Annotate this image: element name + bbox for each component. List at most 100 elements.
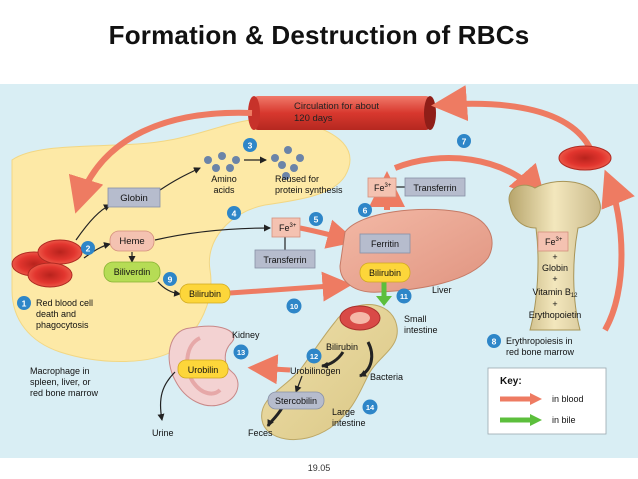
arrow-bilirubin-to-liver (229, 271, 353, 302)
arrow-fe-to-ferritin (299, 219, 358, 249)
globin-label: Globin (120, 193, 147, 204)
bacteria-label: Bacteria (370, 372, 403, 382)
circulation-label-2: 120 days (294, 113, 333, 124)
arrow-circulation-to-macrophage (68, 109, 253, 214)
urobilin-box: Urobilin (177, 359, 229, 379)
arrow-stercobilin-to-feces (266, 407, 284, 427)
arrow-rbc-to-heme (83, 242, 111, 259)
arrow-heme-to-fe (154, 224, 271, 241)
step1-label-3: phagocytosis (36, 320, 89, 330)
marrow-plus-3: + (552, 299, 557, 309)
step-6-number: 6 (363, 206, 368, 216)
biliverdin-box: Biliverdin (103, 261, 161, 283)
step-11-badge: 11 (396, 288, 412, 304)
bilirubin-liver-label: Bilirubin (369, 268, 401, 278)
arrow-fe-to-marrow (393, 155, 546, 202)
arrow-urobilin-to-urine (157, 371, 176, 421)
marrow-vitamin-subscript: 12 (571, 293, 578, 299)
marrow-erythropoietin: Erythopoietin (529, 310, 582, 320)
fe-top-superscript: 3+ (385, 183, 392, 189)
biliverdin-label: Biliverdin (114, 267, 151, 277)
key-legend: Key: in blood in bile (487, 367, 607, 435)
feces-label: Feces (248, 428, 273, 438)
large-intestine-label-1: Large (332, 407, 355, 417)
small-intestine-label-1: Small (404, 314, 427, 324)
stercobilin-label: Stercobilin (275, 396, 317, 406)
urobilin-label: Urobilin (188, 365, 219, 375)
amino-acids-label-1: Amino (211, 174, 237, 184)
heme-box: Heme (109, 230, 155, 252)
arrowhead-bile (376, 296, 392, 306)
step8-label-2: red bone marrow (506, 347, 575, 357)
fe-box-marrow: Fe3+ (537, 231, 569, 252)
step-13-badge: 13 (233, 344, 249, 360)
bilirubin-box-liver: Bilirubin (359, 262, 411, 283)
transferrin-box-left: Transferrin (254, 249, 316, 269)
step-1-badge: 1 (17, 296, 31, 310)
step-14-badge: 14 (362, 399, 378, 415)
large-intestine-label-2: intestine (332, 418, 366, 428)
bilirubin-intestine-label: Bilirubin (326, 342, 358, 352)
fe-top-label: Fe3+ (374, 183, 392, 193)
urobilinogen-label: Urobilinogen (290, 366, 341, 376)
marrow-plus-1: + (552, 252, 557, 262)
bilirubin-left-label: Bilirubin (189, 289, 221, 299)
amino-acids-label-2: acids (213, 185, 235, 195)
step-2-badge: 2 (81, 241, 95, 255)
step8-label-1: Erythropoiesis in (506, 336, 573, 346)
reused-label-2: protein synthesis (275, 185, 343, 195)
kidney-label: Kidney (232, 330, 260, 340)
page-title: Formation & Destruction of RBCs (108, 20, 530, 50)
step-12-badge: 12 (306, 348, 322, 364)
fe-box-top: Fe3+ (367, 177, 397, 198)
transferrin-top-label: Transferrin (413, 183, 456, 193)
reused-label-1: Reused for (275, 174, 319, 184)
step-1-number: 1 (22, 299, 27, 309)
liver-label: Liver (432, 285, 452, 295)
arrow-marrow-to-rbc (601, 169, 635, 332)
globin-box: Globin (107, 187, 161, 208)
macrophage-label-1: Macrophage in (30, 366, 90, 376)
arrow-bilirubin-to-urobilinogen (321, 351, 345, 369)
fe-marrow-label: Fe3+ (545, 237, 563, 247)
step-10-badge: 10 (286, 298, 302, 314)
arrow-globin-to-amino (159, 167, 201, 191)
step1-label-2: death and (36, 309, 76, 319)
step-14-number: 14 (366, 403, 375, 412)
step-9-badge: 9 (163, 272, 177, 286)
arrow-rbc-to-circulation (431, 85, 593, 150)
heme-label: Heme (119, 236, 144, 247)
step1-label-1: Red blood cell (36, 298, 93, 308)
transferrin-left-label: Transferrin (263, 255, 306, 265)
step-3-number: 3 (248, 141, 253, 151)
step-7-badge: 7 (457, 134, 471, 148)
arrow-biliverdin-to-bilirubin (157, 281, 181, 297)
key-bile-label: in bile (552, 415, 576, 425)
key-blood-label: in blood (552, 394, 584, 404)
small-intestine-label-2: intestine (404, 325, 438, 335)
step-4-number: 4 (232, 209, 237, 219)
marrow-vitamin: Vitamin B12 (532, 287, 578, 299)
arrow-bacteria (359, 341, 374, 378)
amino-acid-dots (204, 146, 304, 180)
bilirubin-box-left: Bilirubin (179, 283, 231, 304)
rbc-circulating (558, 145, 612, 171)
step-10-number: 10 (290, 302, 298, 311)
figure-number: 19.05 (307, 463, 331, 473)
key-bile-arrowhead (530, 414, 542, 426)
macrophage-label-3: red bone marrow (30, 388, 99, 398)
step-9-number: 9 (168, 275, 173, 285)
key-blood-arrowhead (530, 393, 542, 405)
ferritin-box: Ferritin (359, 233, 411, 254)
rbc-cluster-macrophage (11, 239, 83, 288)
marrow-globin: Globin (542, 263, 568, 273)
bone-shape (508, 180, 601, 331)
urine-label: Urine (152, 428, 174, 438)
step-2-number: 2 (86, 244, 91, 254)
step-5-badge: 5 (309, 212, 323, 226)
step-6-badge: 6 (358, 203, 372, 217)
step-13-number: 13 (237, 348, 245, 357)
fe-left-superscript: 3+ (290, 223, 297, 229)
